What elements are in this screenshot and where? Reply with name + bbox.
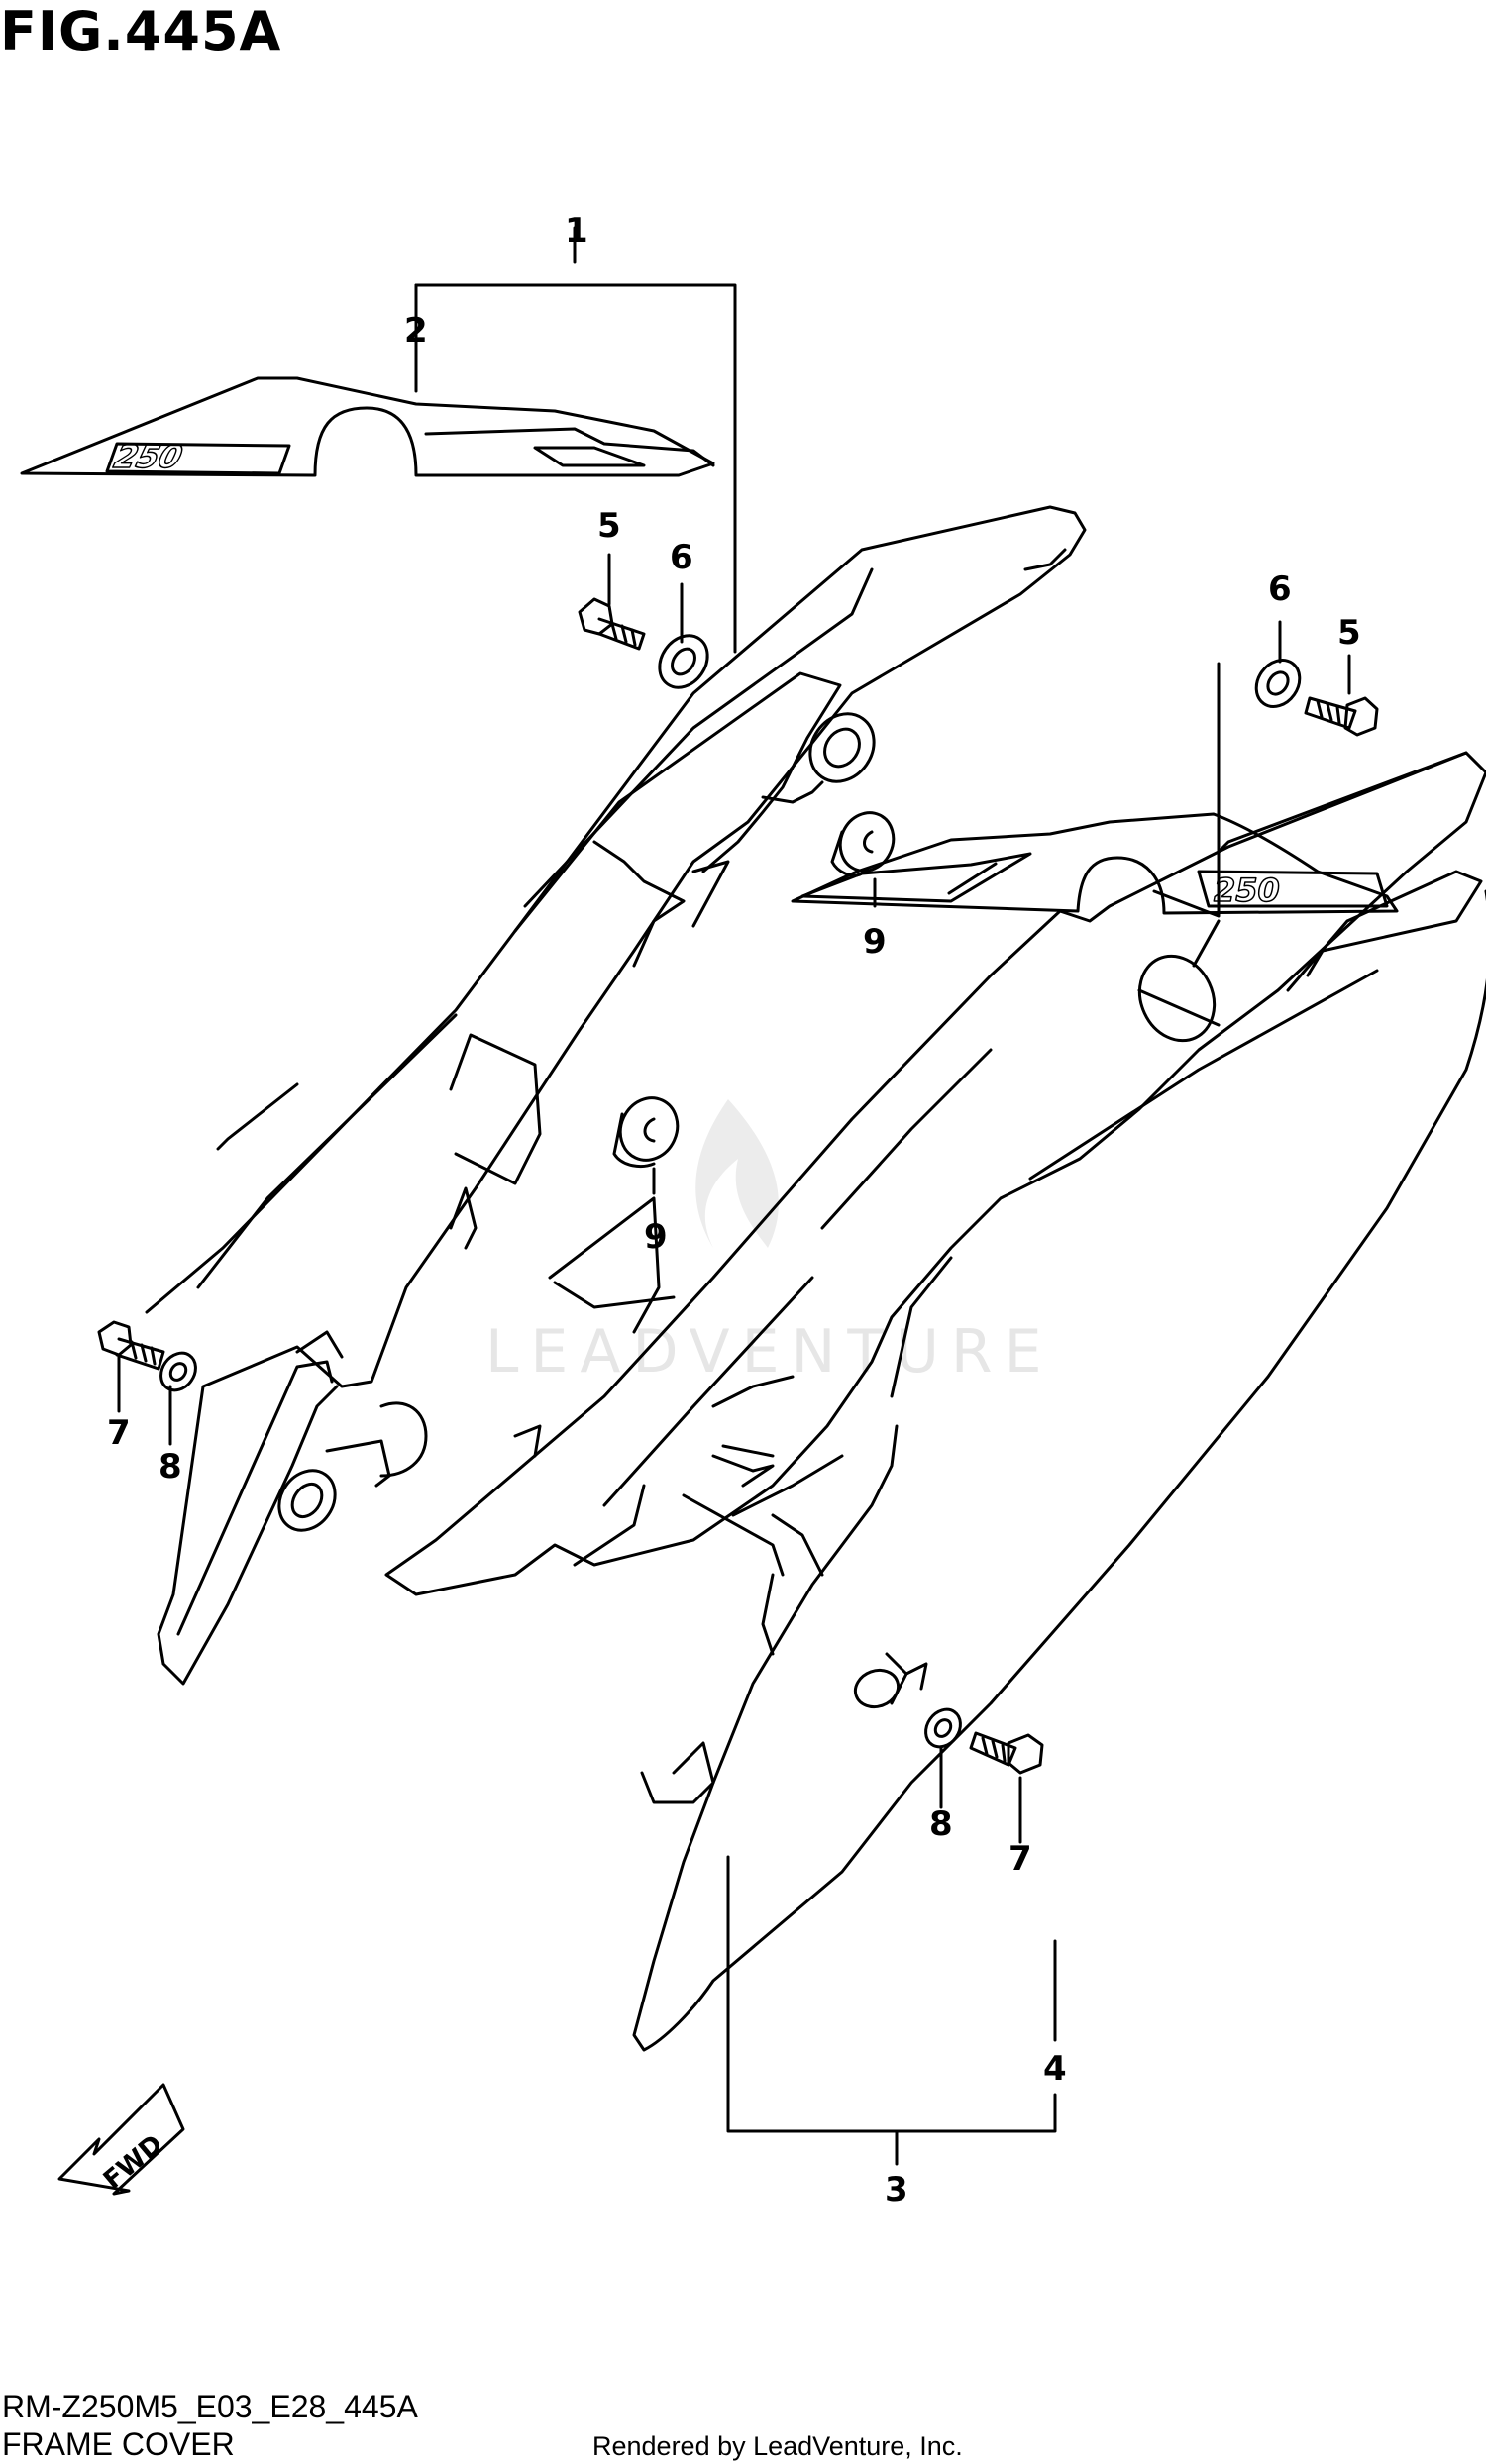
figure-title: FIG.445A (0, 0, 282, 62)
part-7-bolt-left[interactable] (97, 1320, 165, 1371)
decal-250-text-right: 250 (1214, 872, 1280, 909)
callout-6-left: 6 (670, 538, 693, 577)
leader-lines (117, 226, 1351, 2166)
watermark-text: LEADVENTURE (485, 1317, 1054, 1386)
callout-9-upper: 9 (863, 922, 887, 962)
part-5-bolt-right[interactable] (1304, 696, 1379, 737)
figure-code: RM-Z250M5_E03_E28_445A (2, 2389, 418, 2424)
callout-6-right: 6 (1268, 569, 1292, 609)
part-5-bolt-left[interactable] (578, 597, 646, 651)
callout-8-left: 8 (159, 1447, 182, 1487)
part-8-washer-left[interactable] (154, 1346, 202, 1396)
callout-7-left: 7 (107, 1413, 131, 1453)
callout-1: 1 (565, 211, 588, 251)
callout-5-right: 5 (1337, 613, 1361, 653)
callout-3: 3 (885, 2170, 908, 2209)
callout-2: 2 (404, 311, 428, 351)
watermark: LEADVENTURE (485, 1099, 1054, 1386)
leader-6-right-hole (1152, 662, 1221, 918)
bracket-3 (726, 1855, 1057, 2133)
part-2-left-decal[interactable]: 250 (20, 376, 715, 477)
decal-250-text-left: 250 (110, 439, 186, 475)
fwd-arrow-icon: FWD (57, 2083, 185, 2196)
callout-5-left: 5 (597, 506, 621, 546)
callout-7-right: 7 (1008, 1839, 1032, 1879)
leader-6-right-hole-2 (1192, 919, 1221, 968)
part-6-washer-left[interactable] (650, 626, 717, 696)
bracket-1 (414, 283, 737, 654)
callout-8-right: 8 (929, 1804, 953, 1844)
callout-labels: 1 2 5 6 6 5 9 9 7 8 8 7 4 3 (107, 211, 1361, 2209)
rendered-by-credit: Rendered by LeadVenture, Inc. (592, 2431, 963, 2461)
part-7-bolt-right[interactable] (969, 1731, 1044, 1775)
callout-4: 4 (1043, 2049, 1067, 2089)
figure-name: FRAME COVER (2, 2426, 235, 2462)
part-6-washer-right[interactable] (1247, 652, 1308, 715)
part-4-right-decal[interactable]: 250 (791, 812, 1399, 915)
part-3-right-frame-cover[interactable] (384, 751, 1486, 2052)
part-9-grommet-upper[interactable] (830, 804, 902, 879)
part-8-washer-right[interactable] (918, 1702, 967, 1753)
callout-9-lower: 9 (644, 1217, 668, 1257)
part-9-grommet-lower[interactable] (610, 1088, 688, 1170)
part-1-left-frame-cover[interactable] (145, 505, 1087, 1686)
